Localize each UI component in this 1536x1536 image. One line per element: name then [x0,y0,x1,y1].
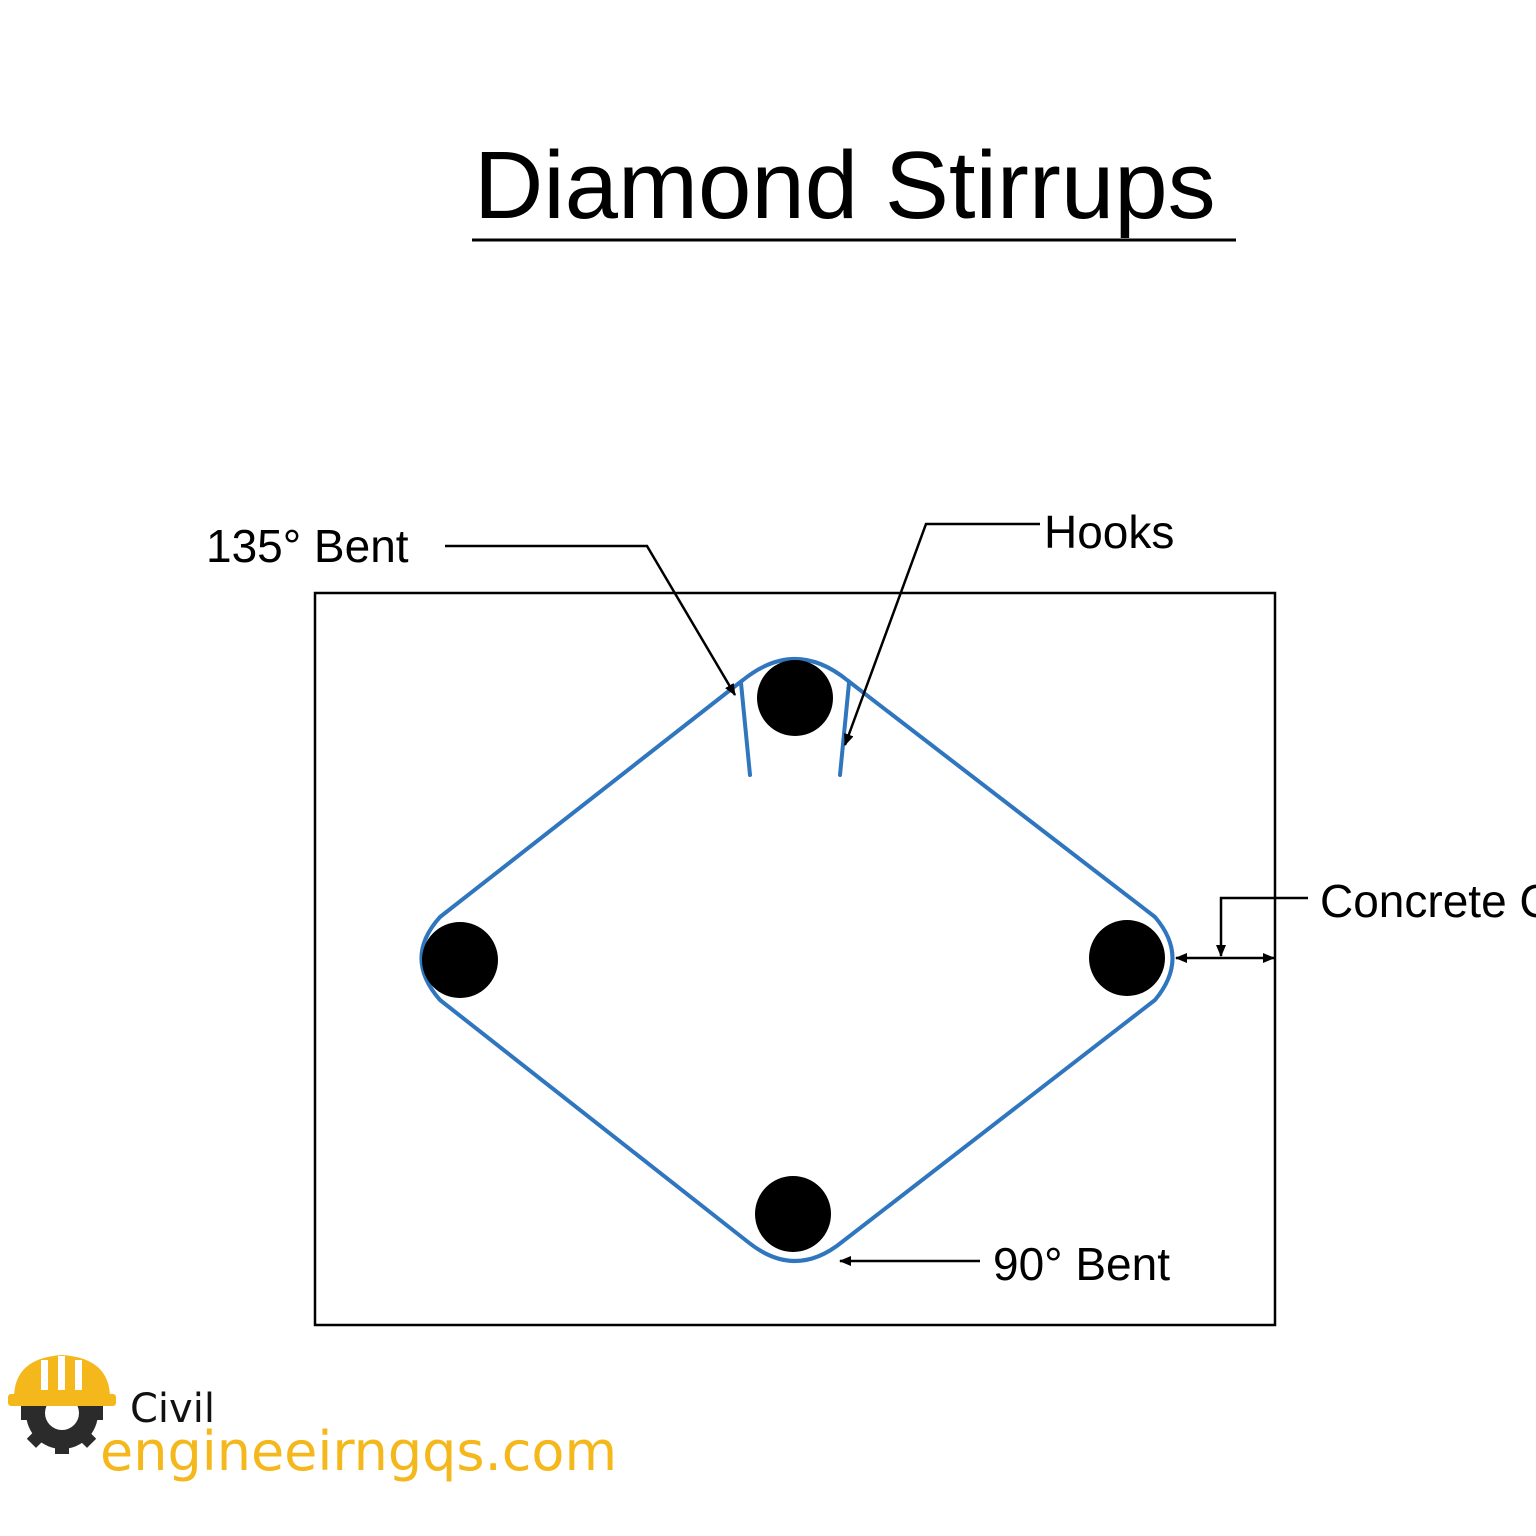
helmet-gear-icon [8,1355,116,1454]
rebar-right [1089,920,1165,996]
rebar-left [422,922,498,998]
diamond-stirrup [419,657,1175,1263]
leader-concrete-cover [1216,896,1308,957]
page-title: Diamond Stirrups [474,132,1216,239]
label-concrete-cover: Concrete Cover [1320,875,1536,927]
label-hooks: Hooks [1044,506,1174,558]
leader-135-bent [445,544,737,696]
rebar-top [757,660,833,736]
rebar-bottom [755,1176,831,1252]
logo-text-domain: engineeirngqs.com [100,1420,617,1483]
leader-hooks [843,522,1040,746]
logo-text-civil: Civil [130,1386,215,1432]
stirrup-hook-right [838,681,851,777]
label-90-bent: 90° Bent [993,1238,1170,1290]
column-section-outline [313,591,1277,1327]
stirrup-hook-left [739,681,752,777]
label-135-bent: 135° Bent [206,520,409,572]
